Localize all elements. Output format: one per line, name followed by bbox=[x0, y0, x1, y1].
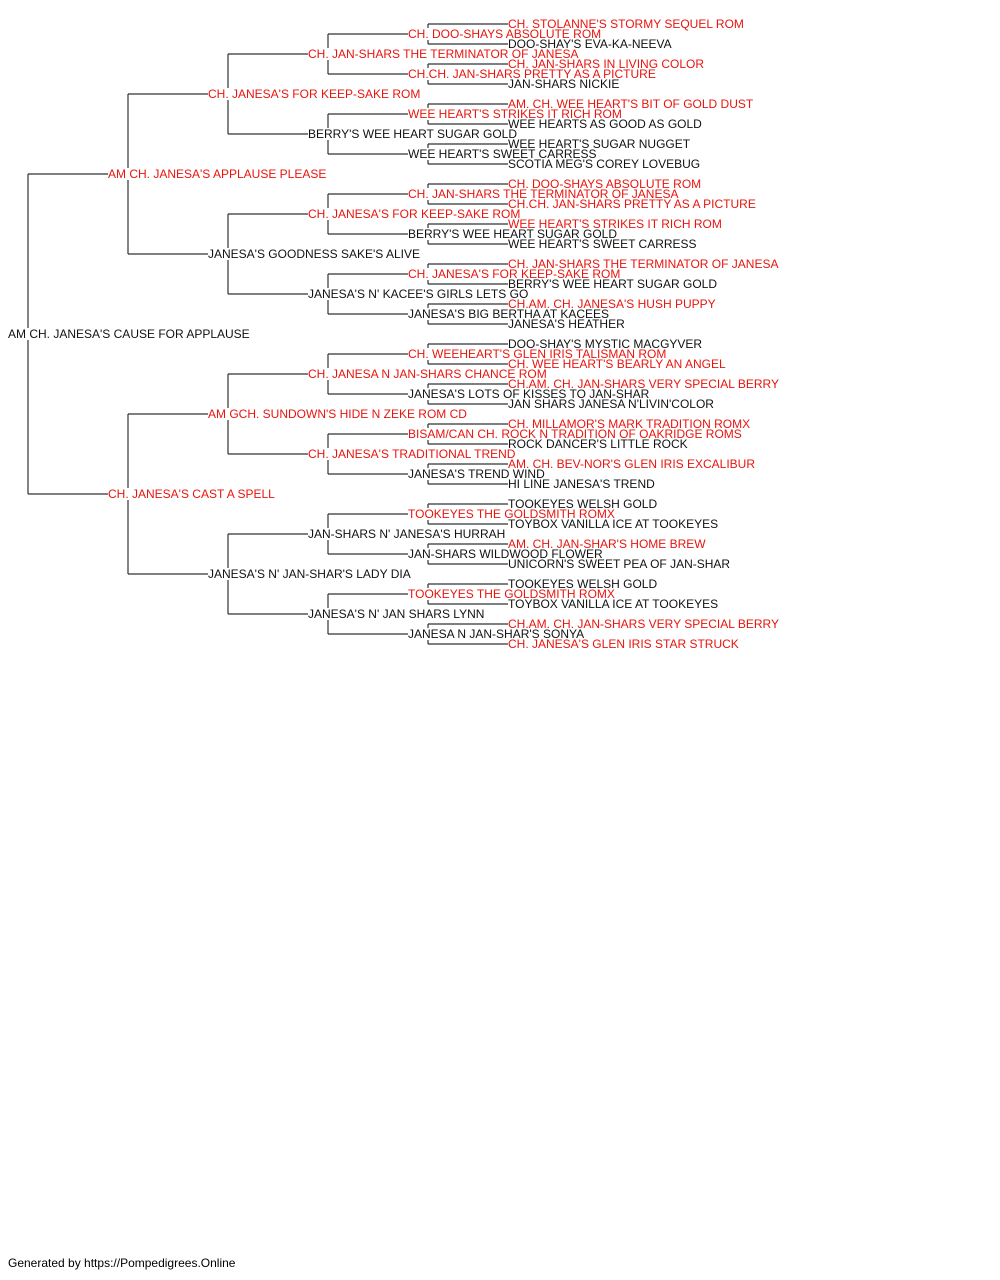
dog-name-gen-5: AM. CH. WEE HEART'S BIT OF GOLD DUST bbox=[508, 97, 754, 111]
dog-name-gen-5: CH. STOLANNE'S STORMY SEQUEL ROM bbox=[508, 17, 744, 31]
dog-name-gen-5: CH.AM. CH. JAN-SHARS VERY SPECIAL BERRY bbox=[508, 617, 779, 631]
dog-name-gen-4: CH. WEEHEART'S GLEN IRIS TALISMAN ROM bbox=[408, 347, 666, 361]
dog-name-gen-5: DOO-SHAY'S EVA-KA-NEEVA bbox=[508, 37, 672, 51]
dog-name-gen-4: CH. JAN-SHARS THE TERMINATOR OF JANESA bbox=[408, 187, 678, 201]
dog-name-gen-5: WEE HEART'S STRIKES IT RICH ROM bbox=[508, 217, 722, 231]
dog-name-gen-5: CH. WEE HEART'S BEARLY AN ANGEL bbox=[508, 357, 726, 371]
dog-name-gen-5: ROCK DANCER'S LITTLE ROCK bbox=[508, 437, 688, 451]
dog-name-gen-3: BERRY'S WEE HEART SUGAR GOLD bbox=[308, 127, 517, 141]
dog-name-gen-4: CH. JANESA'S FOR KEEP-SAKE ROM bbox=[408, 267, 620, 281]
dog-name-gen-5: CH.AM. CH. JANESA'S HUSH PUPPY bbox=[508, 297, 716, 311]
generated-by-footer: Generated by https://Pompedigrees.Online bbox=[8, 1256, 236, 1270]
dog-name-gen-4: BERRY'S WEE HEART SUGAR GOLD bbox=[408, 227, 617, 241]
dog-name-gen-5: TOOKEYES WELSH GOLD bbox=[508, 497, 657, 511]
dog-name-gen-5: DOO-SHAY'S MYSTIC MACGYVER bbox=[508, 337, 702, 351]
dog-name-gen-4: WEE HEART'S SWEET CARRESS bbox=[408, 147, 597, 161]
dog-name-gen-4: CH. DOO-SHAYS ABSOLUTE ROM bbox=[408, 27, 601, 41]
dog-name-gen-0: AM CH. JANESA'S CAUSE FOR APPLAUSE bbox=[8, 327, 250, 341]
dog-name-gen-5: CH.CH. JAN-SHARS PRETTY AS A PICTURE bbox=[508, 197, 756, 211]
dog-name-gen-3: JANESA'S N' JAN SHARS LYNN bbox=[308, 607, 484, 621]
dog-name-gen-4: JANESA N JAN-SHAR'S SONYA bbox=[408, 627, 584, 641]
dog-name-gen-5: WEE HEART'S SUGAR NUGGET bbox=[508, 137, 691, 151]
dog-name-gen-1: AM CH. JANESA'S APPLAUSE PLEASE bbox=[108, 167, 326, 181]
dog-name-gen-5: UNICORN'S SWEET PEA OF JAN-SHAR bbox=[508, 557, 730, 571]
dog-name-gen-3: CH. JANESA'S TRADITIONAL TREND bbox=[308, 447, 516, 461]
dog-name-gen-5: JAN-SHARS NICKIE bbox=[508, 77, 619, 91]
dog-name-gen-5: TOYBOX VANILLA ICE AT TOOKEYES bbox=[508, 517, 718, 531]
dog-name-gen-5: CH. MILLAMOR'S MARK TRADITION ROMX bbox=[508, 417, 750, 431]
dog-name-gen-5: SCOTIA MEG'S COREY LOVEBUG bbox=[508, 157, 700, 171]
dog-name-gen-4: WEE HEART'S STRIKES IT RICH ROM bbox=[408, 107, 622, 121]
dog-name-gen-4: TOOKEYES THE GOLDSMITH ROMX bbox=[408, 507, 615, 521]
dog-name-gen-5: BERRY'S WEE HEART SUGAR GOLD bbox=[508, 277, 717, 291]
dog-name-gen-5: WEE HEARTS AS GOOD AS GOLD bbox=[508, 117, 702, 131]
dog-name-gen-4: BISAM/CAN CH. ROCK N TRADITION OF OAKRID… bbox=[408, 427, 742, 441]
dog-name-gen-5: CH. JAN-SHARS THE TERMINATOR OF JANESA bbox=[508, 257, 778, 271]
dog-name-gen-5: JAN SHARS JANESA N'LIVIN'COLOR bbox=[508, 397, 714, 411]
dog-name-gen-3: CH. JANESA N JAN-SHARS CHANCE ROM bbox=[308, 367, 547, 381]
dog-name-gen-4: JAN-SHARS WILDWOOD FLOWER bbox=[408, 547, 603, 561]
dog-name-gen-5: WEE HEART'S SWEET CARRESS bbox=[508, 237, 697, 251]
dog-name-gen-5: CH. JANESA'S GLEN IRIS STAR STRUCK bbox=[508, 637, 739, 651]
dog-name-gen-5: AM. CH. BEV-NOR'S GLEN IRIS EXCALIBUR bbox=[508, 457, 755, 471]
dog-name-gen-2: JANESA'S GOODNESS SAKE'S ALIVE bbox=[208, 247, 420, 261]
dog-name-gen-1: CH. JANESA'S CAST A SPELL bbox=[108, 487, 275, 501]
dog-name-gen-2: CH. JANESA'S FOR KEEP-SAKE ROM bbox=[208, 87, 420, 101]
dog-name-gen-2: AM GCH. SUNDOWN'S HIDE N ZEKE ROM CD bbox=[208, 407, 467, 421]
dog-name-gen-5: CH. DOO-SHAYS ABSOLUTE ROM bbox=[508, 177, 701, 191]
dog-name-gen-5: TOOKEYES WELSH GOLD bbox=[508, 577, 657, 591]
dog-name-gen-5: CH. JAN-SHARS IN LIVING COLOR bbox=[508, 57, 704, 71]
dog-name-gen-5: CH.AM. CH. JAN-SHARS VERY SPECIAL BERRY bbox=[508, 377, 779, 391]
dog-name-gen-5: HI LINE JANESA'S TREND bbox=[508, 477, 655, 491]
dog-name-gen-3: CH. JANESA'S FOR KEEP-SAKE ROM bbox=[308, 207, 520, 221]
dog-name-gen-4: JANESA'S TREND WIND bbox=[408, 467, 545, 481]
dog-name-gen-4: TOOKEYES THE GOLDSMITH ROMX bbox=[408, 587, 615, 601]
dog-name-gen-3: JAN-SHARS N' JANESA'S HURRAH bbox=[308, 527, 505, 541]
dog-name-gen-5: TOYBOX VANILLA ICE AT TOOKEYES bbox=[508, 597, 718, 611]
dog-name-gen-5: JANESA'S HEATHER bbox=[508, 317, 625, 331]
dog-name-gen-3: CH. JAN-SHARS THE TERMINATOR OF JANESA bbox=[308, 47, 578, 61]
dog-name-gen-2: JANESA'S N' JAN-SHAR'S LADY DIA bbox=[208, 567, 411, 581]
dog-name-gen-4: JANESA'S BIG BERTHA AT KACEES bbox=[408, 307, 609, 321]
dog-name-gen-4: JANESA'S LOTS OF KISSES TO JAN-SHAR bbox=[408, 387, 650, 401]
dog-name-gen-5: AM. CH. JAN-SHAR'S HOME BREW bbox=[508, 537, 706, 551]
dog-name-gen-3: JANESA'S N' KACEE'S GIRLS LETS GO bbox=[308, 287, 528, 301]
dog-name-gen-4: CH.CH. JAN-SHARS PRETTY AS A PICTURE bbox=[408, 67, 656, 81]
